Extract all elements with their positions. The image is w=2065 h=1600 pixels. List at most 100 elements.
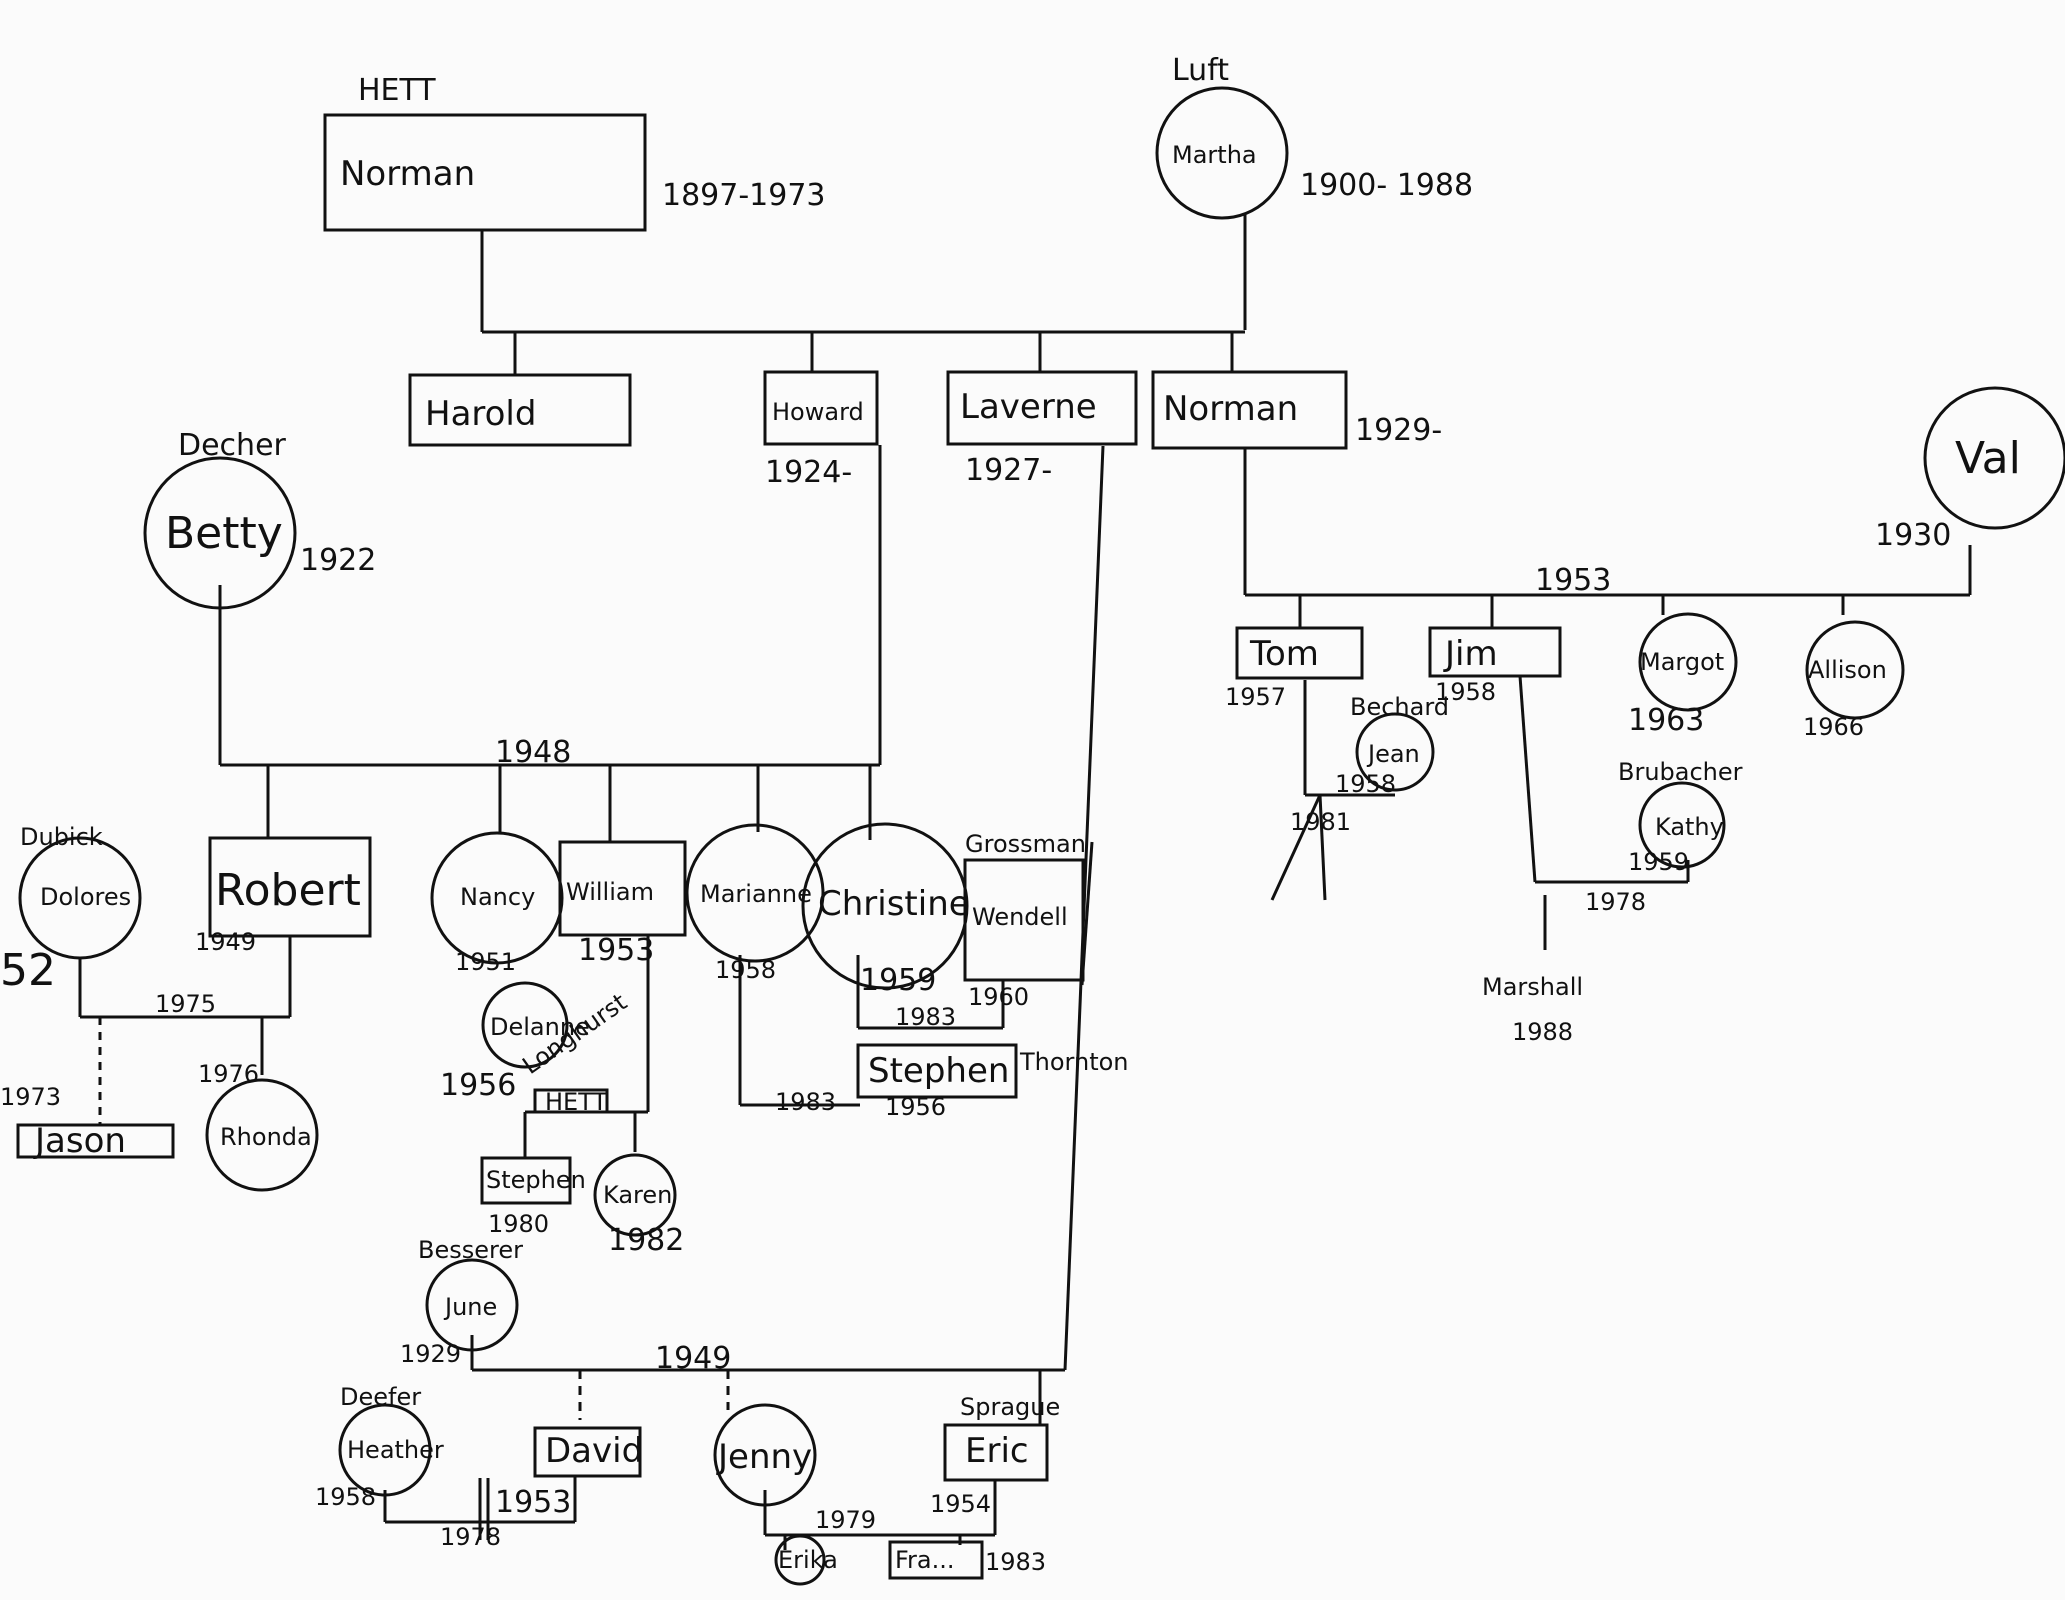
year-jason: 1973 bbox=[0, 1083, 61, 1111]
year-marianne: 1958 bbox=[715, 956, 776, 984]
box-eric bbox=[943, 1423, 1049, 1482]
surname-besserer: Besserer bbox=[418, 1236, 523, 1264]
year-nancy: 1951 bbox=[455, 948, 516, 976]
year-norman-sr: 1897-1973 bbox=[662, 178, 826, 213]
year-wendell: 1960 bbox=[968, 983, 1029, 1011]
name-stephen-thornton: Stephen bbox=[868, 1051, 1009, 1091]
surname-grossman: Grossman bbox=[965, 830, 1086, 858]
name-jenny: Jenny bbox=[716, 1437, 812, 1477]
circle-jenny bbox=[713, 1403, 817, 1507]
name-jim: Jim bbox=[1443, 634, 1498, 674]
surname-marshall: Marshall bbox=[1482, 973, 1583, 1001]
name-howard: Howard bbox=[772, 398, 864, 426]
circle-child1 bbox=[774, 1534, 826, 1586]
box-howard bbox=[763, 370, 879, 446]
name-child2: Fra... bbox=[895, 1546, 955, 1574]
surname-hett: HETT bbox=[358, 73, 436, 108]
year-heather: 1958 bbox=[315, 1483, 376, 1511]
circle-betty bbox=[143, 456, 297, 610]
name-rhonda: Rhonda bbox=[220, 1123, 312, 1151]
circle-june bbox=[425, 1258, 519, 1352]
surname-brubacher: Brubacher bbox=[1618, 758, 1743, 786]
name-marianne: Marianne bbox=[700, 880, 812, 908]
year-stephen-thornton: 1956 bbox=[885, 1093, 946, 1121]
year-christine-wendell-marriage: 1983 bbox=[895, 1003, 956, 1031]
circle-allison bbox=[1805, 620, 1905, 720]
circle-delanne bbox=[481, 981, 569, 1069]
year-eric: 1954 bbox=[930, 1490, 991, 1518]
circle-margot bbox=[1638, 612, 1738, 712]
year-christine: 1959 bbox=[860, 963, 936, 998]
year-robert-dolores-marriage: 1975 bbox=[155, 990, 216, 1018]
year-betty: 1922 bbox=[300, 543, 376, 578]
name-val: Val bbox=[1955, 433, 2021, 484]
box-robert bbox=[208, 836, 372, 938]
year-david-heather-marriage: 1978 bbox=[440, 1523, 501, 1551]
name-karen: Karen bbox=[603, 1181, 672, 1209]
year-child2: 1983 bbox=[985, 1548, 1046, 1576]
surname-hett-small: HETT bbox=[545, 1088, 607, 1116]
circle-kathy bbox=[1638, 781, 1726, 869]
year-jim-kathy-marriage: 1978 bbox=[1585, 888, 1646, 916]
name-william: William bbox=[566, 878, 654, 906]
year-marriage-howard-betty: 1948 bbox=[495, 735, 571, 770]
box-stephen-hett bbox=[480, 1156, 572, 1205]
name-martha: Martha bbox=[1172, 141, 1257, 169]
circle-dolores bbox=[18, 836, 142, 960]
name-margot: Margot bbox=[1640, 648, 1724, 676]
year-jenny-marriage: 1979 bbox=[815, 1506, 876, 1534]
surname-thornton: Thornton bbox=[1019, 1048, 1129, 1076]
name-stephen-hett: Stephen bbox=[486, 1166, 586, 1194]
year-marianne-marriage: 1983 bbox=[775, 1088, 836, 1116]
name-robert: Robert bbox=[215, 865, 361, 916]
year-jean: 1958 bbox=[1335, 770, 1396, 798]
year-marshall: 1988 bbox=[1512, 1018, 1573, 1046]
year-tom: 1957 bbox=[1225, 683, 1286, 711]
name-nancy: Nancy bbox=[460, 883, 535, 911]
surname-luft: Luft bbox=[1172, 53, 1229, 88]
year-laverne: 1927- bbox=[965, 453, 1052, 488]
surname-bechard: Bechard bbox=[1350, 693, 1449, 721]
box-tom bbox=[1235, 626, 1364, 680]
year-karen: 1982 bbox=[608, 1223, 684, 1258]
box-jason bbox=[16, 1123, 175, 1159]
year-june: 1929 bbox=[400, 1340, 461, 1368]
circle-karen bbox=[593, 1153, 677, 1237]
box-laverne bbox=[946, 370, 1138, 446]
year-delanne: 1956 bbox=[440, 1068, 516, 1103]
name-norman-jr: Norman bbox=[1163, 389, 1298, 429]
name-laverne: Laverne bbox=[960, 387, 1097, 427]
year-margot: 1963 bbox=[1628, 703, 1704, 738]
year-rhonda: 1976 bbox=[198, 1060, 259, 1088]
year-william: 1953 bbox=[578, 933, 654, 968]
name-christine: Christine bbox=[818, 884, 970, 924]
name-kathy: Kathy bbox=[1655, 813, 1724, 841]
year-norman-jr: 1929- bbox=[1355, 413, 1442, 448]
box-norman-sr bbox=[323, 113, 647, 232]
circle-christine bbox=[801, 822, 969, 990]
name-norman-sr: Norman bbox=[340, 154, 475, 194]
year-martha: 1900- 1988 bbox=[1300, 168, 1473, 203]
circle-val bbox=[1923, 386, 2065, 530]
surname-deefer: Deefer bbox=[340, 1383, 421, 1411]
surname-sprague: Sprague bbox=[960, 1393, 1060, 1421]
connector bbox=[1518, 675, 1537, 883]
box-david bbox=[533, 1426, 642, 1478]
circle-rhonda bbox=[205, 1078, 319, 1192]
name-eric: Eric bbox=[965, 1431, 1029, 1471]
name-jean: Jean bbox=[1366, 740, 1420, 768]
year-david: 1953 bbox=[495, 1485, 571, 1520]
name-tom: Tom bbox=[1249, 634, 1319, 674]
name-jason: Jason bbox=[33, 1121, 126, 1161]
name-heather: Heather bbox=[347, 1436, 444, 1464]
surname-dubick: Dubick bbox=[20, 823, 103, 851]
circle-martha bbox=[1155, 86, 1289, 220]
box-stephen-thornton bbox=[856, 1043, 1018, 1099]
year-robert: 1949 bbox=[195, 928, 256, 956]
circle-marianne bbox=[685, 823, 825, 963]
circle-heather bbox=[338, 1403, 432, 1497]
box-norman-jr bbox=[1151, 370, 1348, 450]
name-june: June bbox=[443, 1293, 497, 1321]
year-howard: 1924- bbox=[765, 455, 852, 490]
